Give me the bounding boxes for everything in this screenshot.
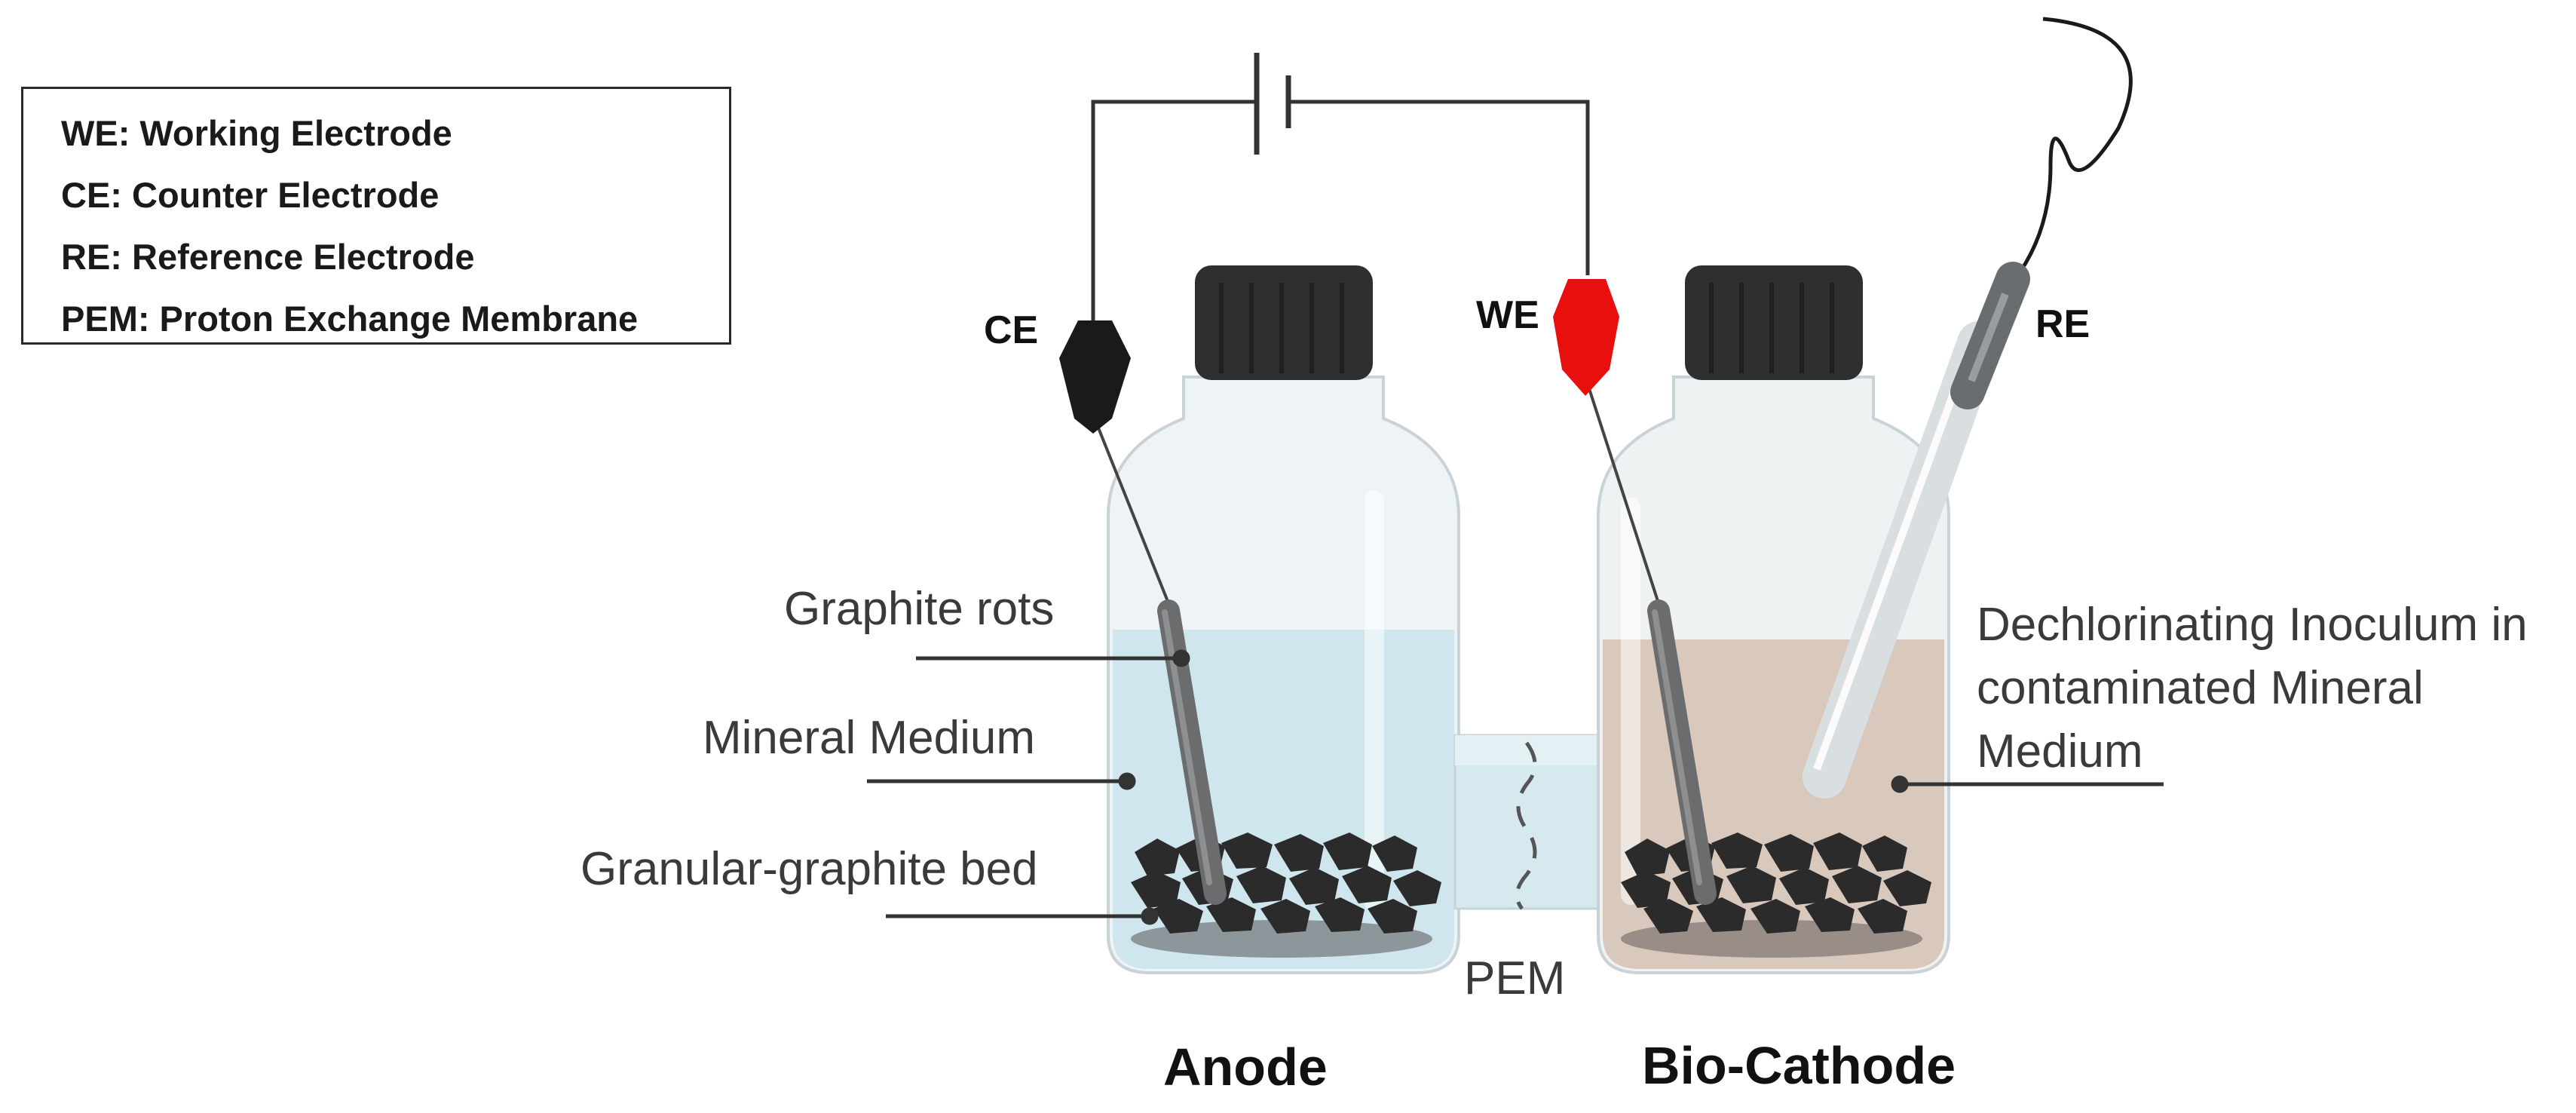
legend-item-re: RE: Reference Electrode xyxy=(61,237,475,277)
inoculum-label: Dechlorinating Inoculum in contaminated … xyxy=(1977,599,2528,777)
cathode-graphite-rod xyxy=(1584,376,1717,905)
anode-cap-ridges xyxy=(1219,283,1344,373)
legend-item-pem: PEM: Proton Exchange Membrane xyxy=(61,299,639,339)
we-label: WE xyxy=(1476,293,1539,337)
reference-electrode xyxy=(1803,17,2133,799)
anode-title: Anode xyxy=(1163,1038,1328,1096)
re-label: RE xyxy=(2035,302,2091,346)
legend-item-ce: CE: Counter Electrode xyxy=(61,175,440,215)
re-cable xyxy=(2018,17,2133,273)
cathode-graphite-bed xyxy=(1621,832,1931,958)
pem-membrane-squiggle xyxy=(1515,741,1537,910)
granular-bed-label: Granular-graphite bed xyxy=(580,843,1038,895)
cathode-bottle-highlight xyxy=(1621,498,1640,905)
pem-bridge xyxy=(1453,734,1607,910)
legend-box: WE: Working Electrode CE: Counter Electr… xyxy=(21,87,731,345)
graphite-rods-label: Graphite rots xyxy=(784,583,1055,635)
mineral-medium-label: Mineral Medium xyxy=(703,712,1036,764)
we-clip xyxy=(1553,279,1619,396)
cathode-cap-ridges xyxy=(1709,283,1834,373)
circuit-wire-left xyxy=(1091,100,1254,320)
re-body xyxy=(1803,321,2001,799)
ce-clip xyxy=(1059,320,1131,434)
callout-leaders xyxy=(867,649,2164,925)
circuit xyxy=(1091,53,1590,320)
ce-label: CE xyxy=(984,308,1039,352)
legend-item-we: WE: Working Electrode xyxy=(61,113,452,153)
cathode-title: Bio-Cathode xyxy=(1642,1036,1956,1095)
circuit-wire-right xyxy=(1291,100,1590,275)
pem-label: PEM xyxy=(1464,952,1566,1004)
anode-bottle-highlight xyxy=(1365,490,1384,912)
